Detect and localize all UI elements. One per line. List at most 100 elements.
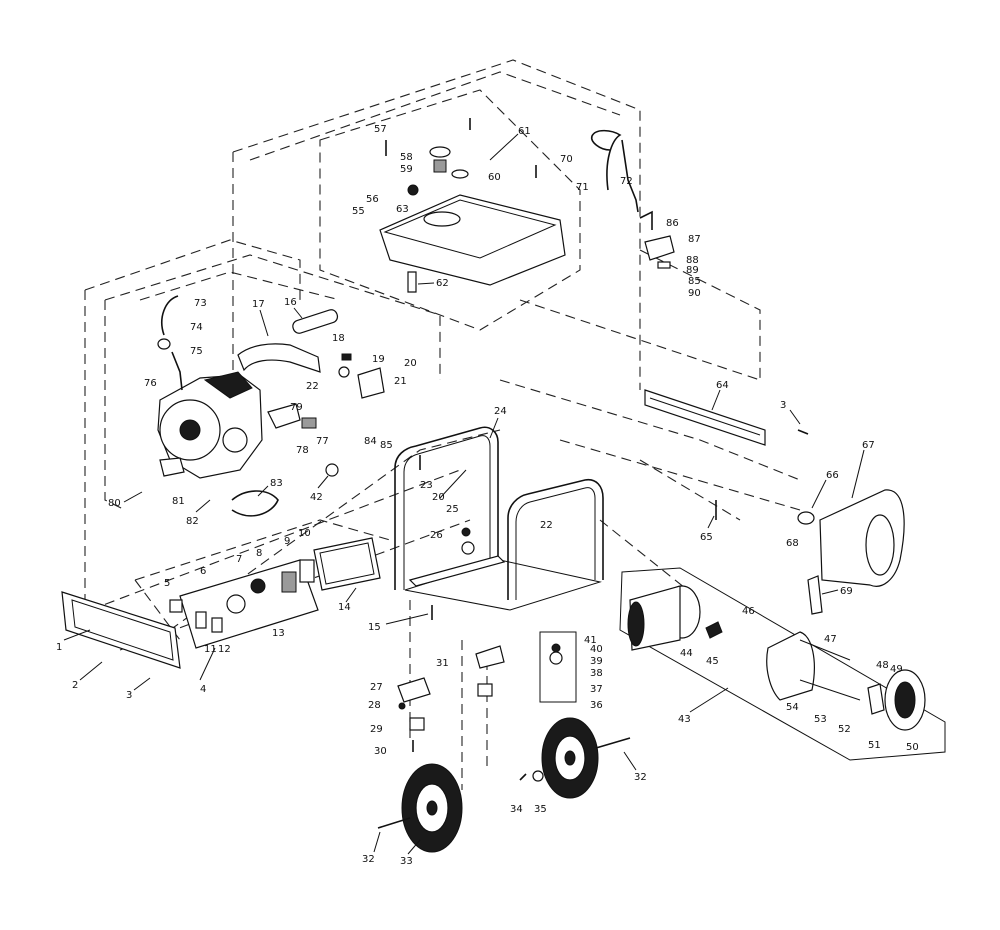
bearing-52 [867, 683, 885, 715]
label-87: 87 [688, 234, 701, 245]
foot-bracket-31 [475, 645, 505, 669]
washer-35 [532, 770, 544, 782]
label-47: 47 [824, 634, 837, 645]
bracket-21 [357, 367, 385, 399]
feet-assembly [397, 631, 577, 752]
grommet-66 [797, 511, 815, 525]
label-38: 38 [590, 668, 603, 679]
label-23: 23 [420, 480, 433, 491]
leader-l83 [257, 485, 269, 497]
mount-25 [461, 527, 471, 537]
label-56: 56 [366, 194, 379, 205]
label-34: 34 [510, 804, 523, 815]
label-61: 61 [518, 126, 531, 137]
switch-5 [169, 599, 183, 613]
leader-l1 [63, 629, 91, 641]
drive-belt-83 [231, 490, 279, 517]
label-82: 82 [186, 516, 199, 527]
label-80: 80 [108, 498, 121, 509]
fuel-hose-70 [590, 129, 622, 191]
outline-wheel-vertical [409, 600, 488, 790]
alternator-box [619, 567, 946, 761]
label-90: 90 [688, 288, 701, 299]
label-33: 33 [400, 856, 413, 867]
label-25: 25 [446, 504, 459, 515]
clamp-18 [341, 353, 352, 361]
nut-28 [398, 702, 406, 710]
axle-32-left [377, 817, 411, 829]
label-21: 21 [394, 376, 407, 387]
leader-l32a [373, 831, 381, 853]
label-8: 8 [256, 548, 262, 559]
label-85: 85 [688, 276, 701, 287]
breaker-12 [211, 617, 223, 633]
gasket-19 [338, 366, 350, 378]
label-77: 77 [316, 436, 329, 447]
label-89: 89 [686, 265, 699, 276]
gasket-77 [301, 417, 317, 429]
mount-39 [549, 651, 563, 665]
base-rail-assembly [644, 389, 809, 446]
label-83: 83 [270, 478, 283, 489]
stator-54 [766, 631, 815, 701]
leader-l16 [293, 307, 303, 319]
label-54: 54 [786, 702, 799, 713]
label-59: 59 [400, 164, 413, 175]
module-9 [281, 571, 297, 593]
label-62: 62 [436, 278, 449, 289]
outline-engine-inner [139, 271, 341, 301]
label-14: 14 [338, 602, 351, 613]
fuel-cap [429, 146, 451, 158]
label-51: 51 [868, 740, 881, 751]
label-76: 76 [144, 378, 157, 389]
label-16: 16 [284, 297, 297, 308]
rod-47 [799, 639, 851, 661]
label-39: 39 [590, 656, 603, 667]
label-27: 27 [370, 682, 383, 693]
spacer-42 [325, 463, 339, 477]
label-22: 22 [540, 520, 553, 531]
leader-lines [63, 133, 865, 855]
bolt-3-right [797, 429, 809, 435]
leader-l61 [489, 133, 519, 161]
engine-shroud [203, 371, 253, 399]
leader-l42 [317, 475, 329, 489]
engine-pulley [222, 427, 248, 453]
rail-64-edge [649, 397, 761, 436]
label-4: 4 [200, 684, 206, 695]
muffler-16 [292, 309, 339, 334]
end-bell-50 [894, 681, 916, 719]
label-52: 52 [838, 724, 851, 735]
outline-fuel-tank [319, 89, 581, 331]
label-63: 63 [396, 204, 409, 215]
label-15: 15 [368, 622, 381, 633]
control-panel-assembly [61, 537, 381, 669]
air-intake-79 [267, 403, 301, 429]
label-37: 37 [590, 684, 603, 695]
engine-flywheel-inner [179, 419, 201, 441]
label-72: 72 [620, 176, 633, 187]
label-32: 32 [362, 854, 375, 865]
label-24: 24 [494, 406, 507, 417]
label-57: 57 [374, 124, 387, 135]
outline-top-middle [249, 71, 621, 161]
engine-assembly [157, 295, 339, 517]
label-35: 35 [534, 804, 547, 815]
receptacle-8 [250, 578, 266, 594]
outline-muffler-area [84, 239, 301, 640]
fuel-valve [407, 271, 417, 293]
fuel-tank-neck [423, 211, 461, 227]
exhaust-pipe-17 [237, 343, 321, 373]
outline-panel [134, 519, 391, 641]
leader-l4 [199, 647, 216, 681]
label-58: 58 [400, 152, 413, 163]
label-1: 1 [56, 642, 62, 653]
label-84: 84 [364, 436, 377, 447]
brush-45 [705, 621, 723, 639]
bracket-81 [159, 457, 185, 477]
panel-plate-1-inner [71, 599, 174, 661]
label-55: 55 [352, 206, 365, 217]
label-30: 30 [374, 746, 387, 757]
leader-l3a [133, 677, 151, 691]
